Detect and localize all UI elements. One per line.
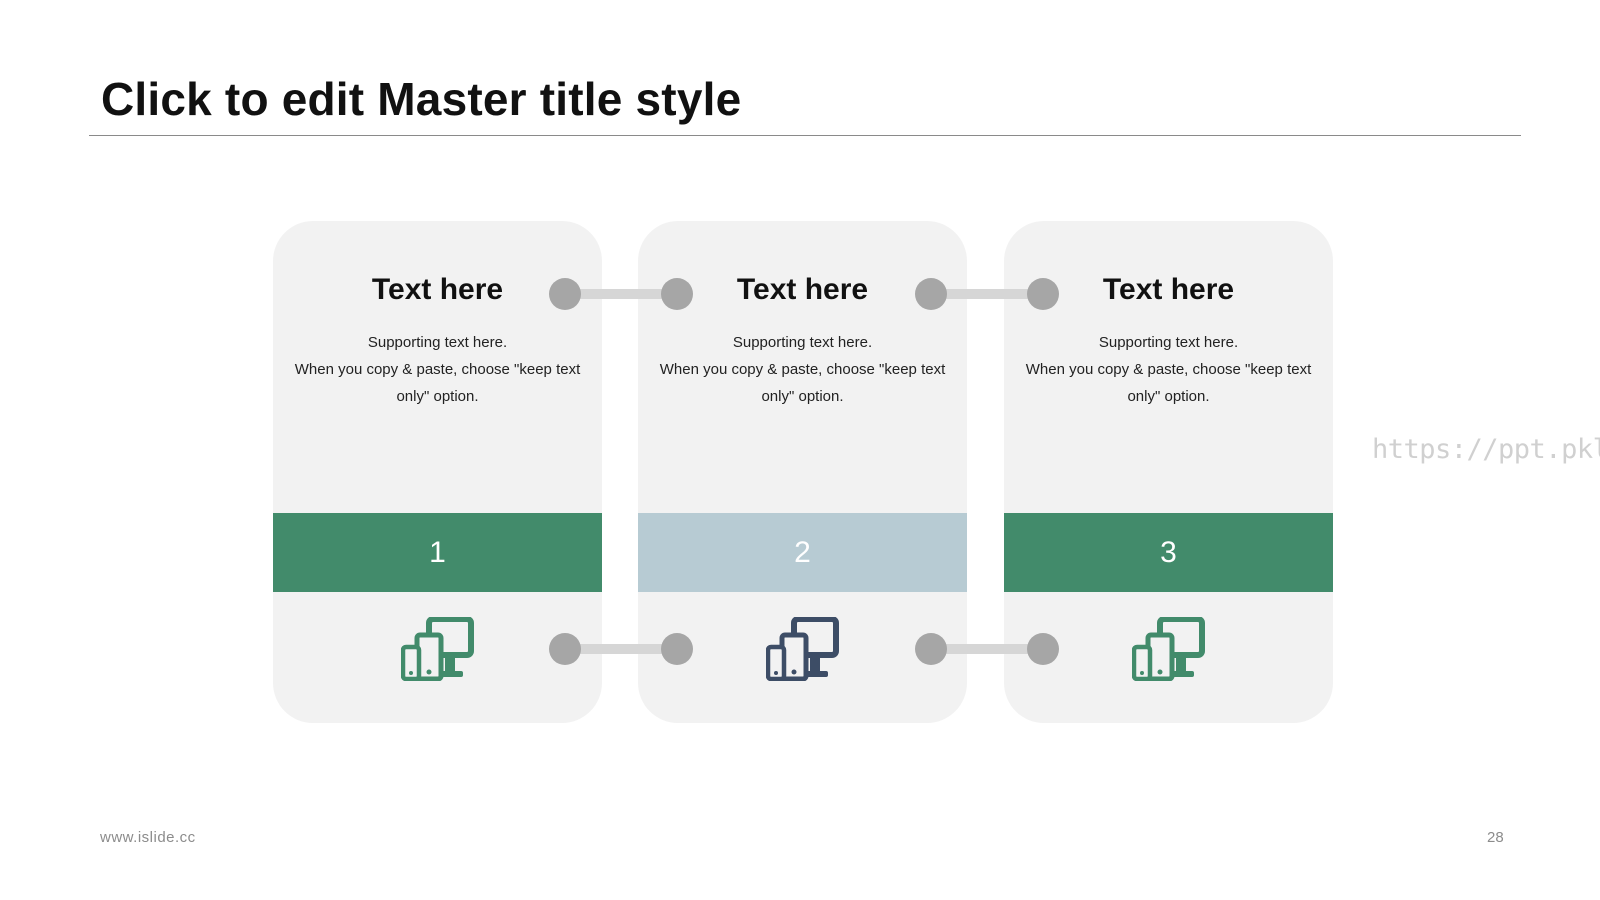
card-heading[interactable]: Text here bbox=[1102, 273, 1235, 306]
connector-bar bbox=[565, 289, 677, 299]
card-body-line: When you copy & paste, choose "keep text… bbox=[1025, 361, 1312, 405]
connector-top-2-3 bbox=[915, 278, 1059, 310]
devices-icon bbox=[1132, 617, 1205, 681]
card-number: 2 bbox=[794, 535, 811, 569]
connector-dot bbox=[915, 278, 947, 310]
card-body-line: Supporting text here. bbox=[367, 334, 508, 351]
card-1[interactable]: Text here Supporting text here. When you… bbox=[273, 221, 602, 723]
card-body-line: Supporting text here. bbox=[1098, 334, 1239, 351]
connector-bar bbox=[931, 289, 1043, 299]
card-number: 3 bbox=[1160, 535, 1177, 569]
card-2[interactable]: Text here Supporting text here. When you… bbox=[638, 221, 967, 723]
card-body-line: When you copy & paste, choose "keep text… bbox=[294, 361, 581, 405]
connector-dot bbox=[549, 278, 581, 310]
connector-dot bbox=[549, 633, 581, 665]
card-body-line: When you copy & paste, choose "keep text… bbox=[659, 361, 946, 405]
card-number-band: 1 bbox=[273, 513, 602, 592]
card-heading[interactable]: Text here bbox=[371, 273, 504, 306]
card-body-text[interactable]: Supporting text here. When you copy & pa… bbox=[1018, 329, 1319, 410]
card-body-text[interactable]: Supporting text here. When you copy & pa… bbox=[287, 329, 588, 410]
devices-icon bbox=[766, 617, 839, 681]
card-heading[interactable]: Text here bbox=[736, 273, 869, 306]
card-number: 1 bbox=[429, 535, 446, 569]
connector-bar bbox=[565, 644, 677, 654]
connector-bottom-1-2 bbox=[549, 633, 693, 665]
card-body-text[interactable]: Supporting text here. When you copy & pa… bbox=[652, 329, 953, 410]
connector-dot bbox=[915, 633, 947, 665]
connector-bottom-2-3 bbox=[915, 633, 1059, 665]
connector-dot bbox=[1027, 633, 1059, 665]
devices-icon bbox=[401, 617, 474, 681]
card-number-band: 3 bbox=[1004, 513, 1333, 592]
connector-dot bbox=[661, 633, 693, 665]
card-body-line: Supporting text here. bbox=[732, 334, 873, 351]
title-divider bbox=[89, 135, 1521, 136]
connector-bar bbox=[931, 644, 1043, 654]
connector-dot bbox=[661, 278, 693, 310]
watermark: https://ppt.pkll.de bbox=[1372, 434, 1600, 465]
connector-dot bbox=[1027, 278, 1059, 310]
card-3[interactable]: Text here Supporting text here. When you… bbox=[1004, 221, 1333, 723]
connector-top-1-2 bbox=[549, 278, 693, 310]
slide-title[interactable]: Click to edit Master title style bbox=[101, 73, 742, 125]
page-number: 28 bbox=[1487, 829, 1504, 846]
footer-website: www.islide.cc bbox=[100, 829, 196, 846]
card-number-band: 2 bbox=[638, 513, 967, 592]
